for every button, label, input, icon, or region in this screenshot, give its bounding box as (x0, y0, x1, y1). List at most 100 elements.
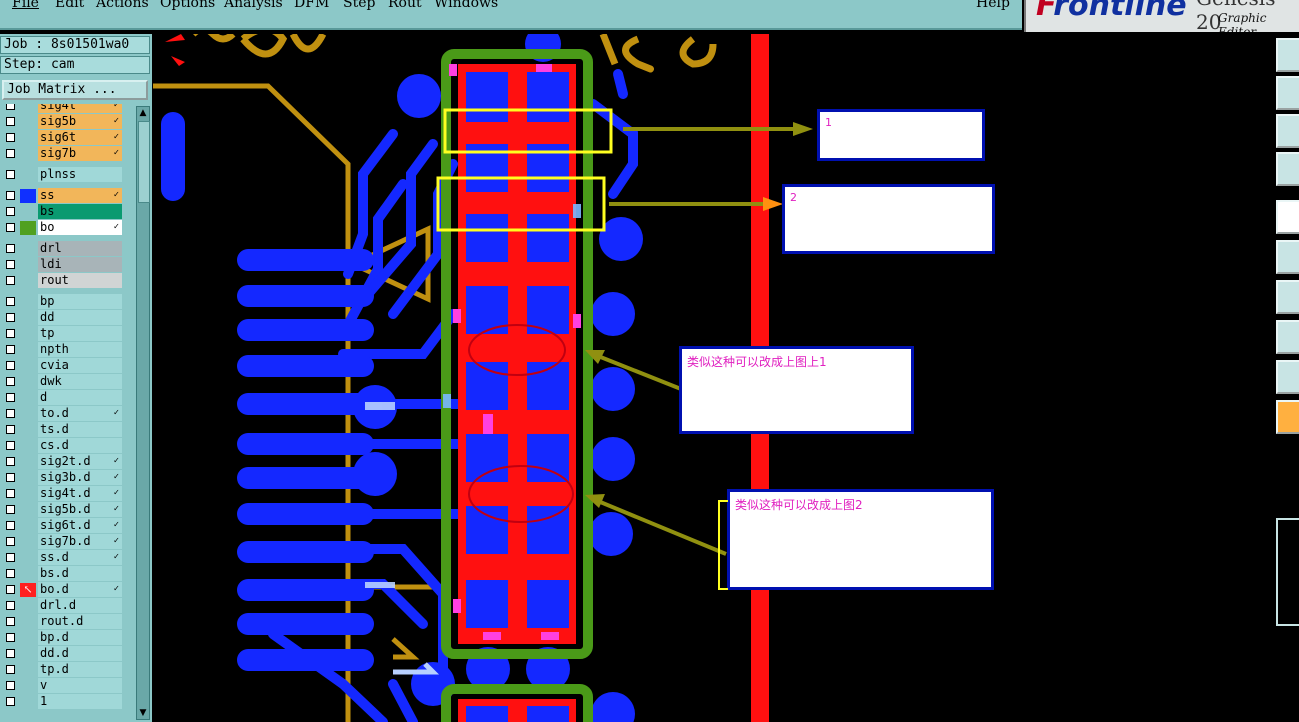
layer-row[interactable]: npth (2, 342, 122, 358)
layer-checkbox[interactable] (6, 681, 15, 690)
layer-row[interactable]: sig5b.d✓ (2, 502, 122, 518)
tool-select-box-icon[interactable] (1276, 200, 1299, 234)
menu-dfm[interactable]: DFM (294, 0, 330, 11)
layer-row[interactable]: bs.d (2, 566, 122, 582)
tool-shape-icon[interactable] (1276, 360, 1299, 394)
layer-name[interactable]: bs (38, 204, 122, 219)
layer-checkbox[interactable] (6, 117, 15, 126)
layer-name[interactable]: sig3b.d✓ (38, 470, 122, 485)
layer-row[interactable]: tp.d (2, 662, 122, 678)
tool-pointer-icon[interactable] (1276, 400, 1299, 434)
layer-row[interactable]: to.d✓ (2, 406, 122, 422)
layer-row[interactable]: sig3b.d✓ (2, 470, 122, 486)
layer-checkbox[interactable] (6, 276, 15, 285)
tool-line-icon[interactable] (1276, 280, 1299, 314)
layer-row[interactable]: ss.d✓ (2, 550, 122, 566)
layer-name[interactable]: d (38, 390, 122, 405)
layer-name[interactable]: cs.d (38, 438, 122, 453)
layer-name[interactable]: sig4t✓ (38, 104, 122, 113)
layer-row[interactable]: sig7b.d✓ (2, 534, 122, 550)
layer-checkbox[interactable] (6, 537, 15, 546)
layer-name[interactable]: tp (38, 326, 122, 341)
layer-name[interactable]: rout (38, 273, 122, 288)
layer-checkbox[interactable] (6, 377, 15, 386)
layer-name[interactable]: sig6t✓ (38, 130, 122, 145)
tool-copy-icon[interactable] (1276, 38, 1299, 72)
layer-row[interactable]: sig7b✓ (2, 146, 122, 162)
layer-name[interactable]: sig7b✓ (38, 146, 122, 161)
layer-row[interactable]: tp (2, 326, 122, 342)
layer-name[interactable]: npth (38, 342, 122, 357)
layer-name[interactable]: bp.d (38, 630, 122, 645)
scroll-thumb[interactable] (138, 121, 150, 203)
layer-checkbox[interactable] (6, 345, 15, 354)
layer-checkbox[interactable] (6, 633, 15, 642)
layer-name[interactable]: cvia (38, 358, 122, 373)
tool-route-icon[interactable] (1276, 240, 1299, 274)
tool-rotate-icon[interactable] (1276, 152, 1299, 186)
annotation-box-1[interactable]: 1 (817, 109, 985, 161)
job-matrix-button[interactable]: Job Matrix ... (2, 80, 148, 100)
layer-checkbox[interactable] (6, 244, 15, 253)
annotation-box-2[interactable]: 2 (782, 184, 995, 254)
layer-row[interactable]: bs (2, 204, 122, 220)
menu-actions[interactable]: Actions (96, 0, 149, 11)
layer-name[interactable]: v (38, 678, 122, 693)
graphic-canvas[interactable]: 1 2 类似这种可以改成上图上1 类似这种可以改成上图2 (153, 34, 1273, 722)
layer-row[interactable]: rout (2, 273, 122, 289)
layer-row[interactable]: cs.d (2, 438, 122, 454)
layer-checkbox[interactable] (6, 260, 15, 269)
layer-row[interactable]: drl.d (2, 598, 122, 614)
layer-checkbox[interactable] (6, 489, 15, 498)
layer-checkbox[interactable] (6, 409, 15, 418)
menu-rout[interactable]: Rout (388, 0, 422, 11)
layer-checkbox[interactable] (6, 207, 15, 216)
tool-pad-icon[interactable] (1276, 320, 1299, 354)
layer-checkbox[interactable] (6, 521, 15, 530)
annotation-box-3[interactable]: 类似这种可以改成上图上1 (679, 346, 914, 434)
menu-analysis[interactable]: Analysis (224, 0, 283, 11)
layer-name[interactable]: dd.d (38, 646, 122, 661)
layer-name[interactable]: tp.d (38, 662, 122, 677)
layer-name[interactable]: rout.d (38, 614, 122, 629)
layer-checkbox[interactable] (6, 457, 15, 466)
layer-row[interactable]: ldi (2, 257, 122, 273)
layer-checkbox[interactable] (6, 649, 15, 658)
layer-checkbox[interactable] (6, 617, 15, 626)
layer-name[interactable]: bs.d (38, 566, 122, 581)
layer-checkbox[interactable] (6, 585, 15, 594)
layer-name[interactable]: dd (38, 310, 122, 325)
tool-resize-icon[interactable] (1276, 114, 1299, 148)
layer-checkbox[interactable] (6, 553, 15, 562)
layer-checkbox[interactable] (6, 441, 15, 450)
layer-row[interactable]: sig4t.d✓ (2, 486, 122, 502)
layer-row[interactable]: sig6t✓ (2, 130, 122, 146)
layer-name[interactable]: ss✓ (38, 188, 122, 203)
menu-file[interactable]: File (12, 0, 39, 11)
layer-name[interactable]: sig2t.d✓ (38, 454, 122, 469)
layer-row[interactable]: dd.d (2, 646, 122, 662)
layer-row[interactable]: sig6t.d✓ (2, 518, 122, 534)
layer-name[interactable]: drl.d (38, 598, 122, 613)
layer-checkbox[interactable] (6, 665, 15, 674)
layer-name[interactable]: bo.d✓ (38, 582, 122, 597)
layer-checkbox[interactable] (6, 170, 15, 179)
layer-row[interactable]: dwk (2, 374, 122, 390)
layer-checkbox[interactable] (6, 104, 15, 110)
layer-row[interactable]: cvia (2, 358, 122, 374)
layer-name[interactable]: drl (38, 241, 122, 256)
annotation-box-4[interactable]: 类似这种可以改成上图2 (727, 489, 994, 590)
layer-name[interactable]: dwk (38, 374, 122, 389)
menu-windows[interactable]: Windows (434, 0, 499, 11)
layer-row[interactable]: sig5b✓ (2, 114, 122, 130)
layer-name[interactable]: sig7b.d✓ (38, 534, 122, 549)
layer-name[interactable]: plnss (38, 167, 122, 182)
layer-name[interactable]: sig6t.d✓ (38, 518, 122, 533)
layer-name[interactable]: 1 (38, 694, 122, 709)
tool-move-icon[interactable] (1276, 76, 1299, 110)
layer-row[interactable]: d (2, 390, 122, 406)
scroll-up-arrow[interactable]: ▲ (139, 108, 147, 118)
menu-options[interactable]: Options (160, 0, 216, 11)
layer-checkbox[interactable] (6, 505, 15, 514)
layer-checkbox[interactable] (6, 191, 15, 200)
